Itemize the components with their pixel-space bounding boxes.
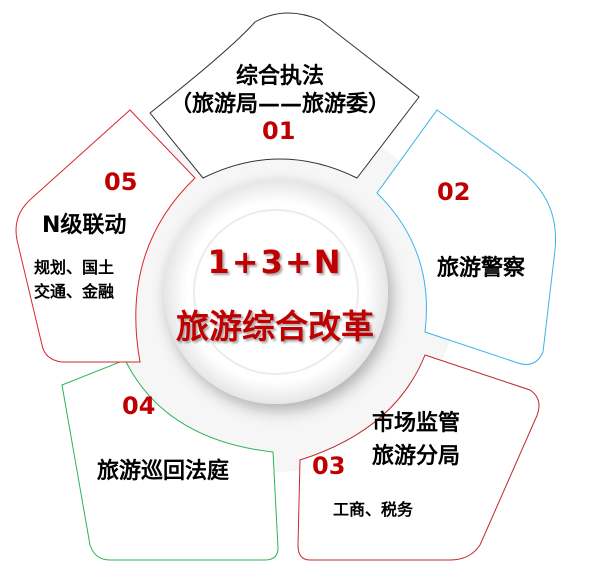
segment-05-shape — [15, 109, 196, 363]
segment-02-title: 旅游警察 — [437, 256, 526, 281]
center-plate-inner-rim — [193, 209, 359, 375]
segment-04-number: 04 — [122, 392, 156, 420]
segment-01-subtitle: （旅游局——旅游委） — [169, 92, 390, 117]
segment-03-title: 市场监管 — [372, 411, 461, 436]
segment-01-title: 综合执法 — [235, 64, 324, 89]
segment-03-subtitle: 工商、税务 — [333, 500, 414, 519]
segment-04-title: 旅游巡回法庭 — [97, 459, 230, 484]
segment-03-shape — [297, 354, 540, 561]
segment-02-number: 02 — [437, 178, 471, 206]
segment-05-number: 05 — [104, 168, 138, 196]
segment-03-title2: 旅游分局 — [372, 444, 461, 469]
center-formula: 1+3+N — [207, 243, 343, 281]
segment-01-shape — [149, 12, 420, 179]
segment-02-shape — [376, 109, 557, 365]
segment-05-line1: 规划、国土 — [34, 258, 115, 277]
segment-03-number: 03 — [312, 452, 346, 480]
segment-05-line2: 交通、金融 — [34, 282, 115, 301]
segment-01-number: 01 — [262, 117, 296, 145]
segment-05-title: N级联动 — [42, 213, 127, 238]
center-plate — [164, 180, 388, 404]
segment-04-shape — [61, 359, 279, 561]
center-title: 旅游综合改革 — [176, 307, 374, 346]
